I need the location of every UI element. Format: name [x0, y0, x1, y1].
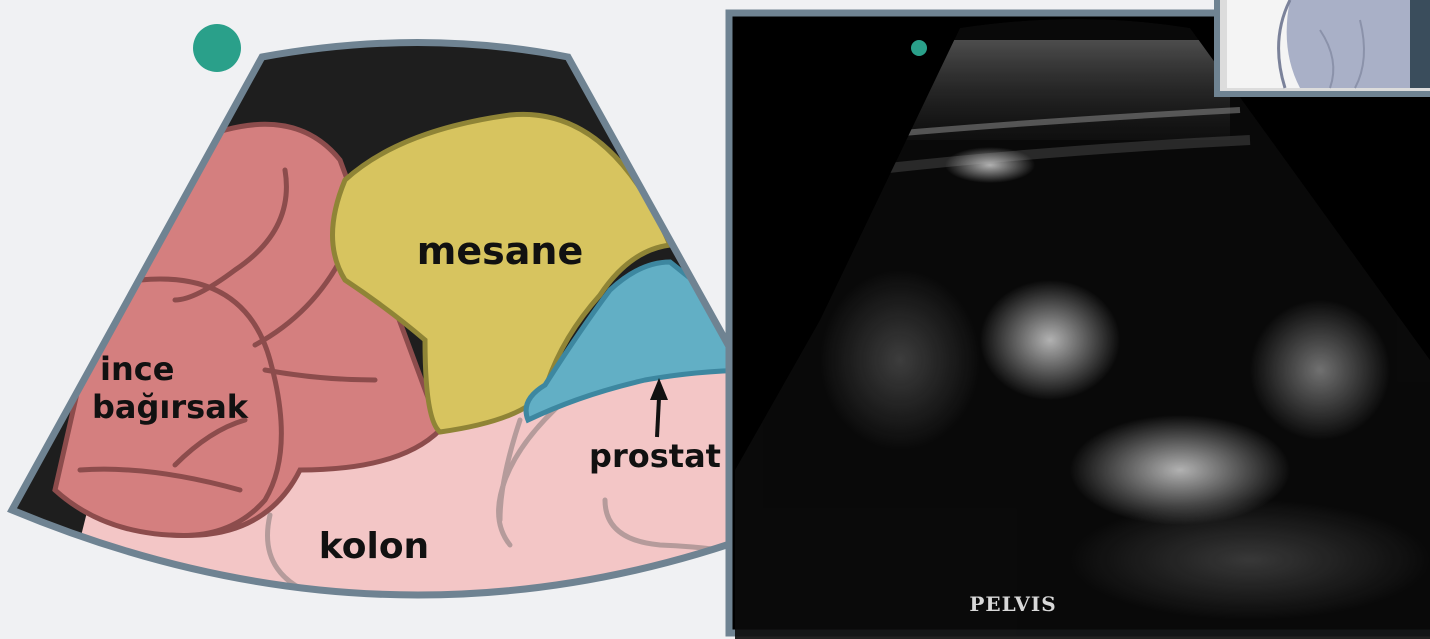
orientation-marker-dot — [193, 24, 241, 72]
label-small-intestine-line2: bağırsak — [92, 388, 249, 426]
ultrasound-marker-dot — [911, 40, 927, 56]
anatomy-fan: mesane ince bağırsak prostat kolon — [12, 24, 830, 639]
label-small-intestine-line1: ince — [100, 350, 174, 388]
ultrasound-label: PELVIS — [969, 592, 1056, 616]
label-prostate: prostat — [589, 437, 721, 475]
label-bladder: mesane — [417, 229, 583, 273]
ultrasound-image: PELVIS — [729, 13, 1430, 639]
probe-inset-image — [1217, 0, 1430, 94]
label-colon: kolon — [319, 526, 429, 567]
